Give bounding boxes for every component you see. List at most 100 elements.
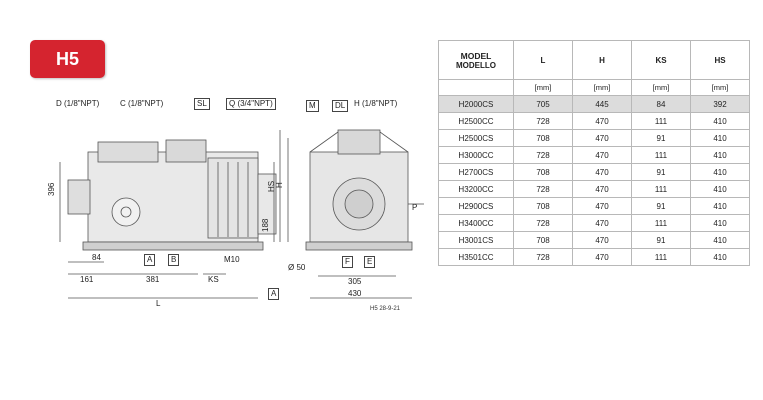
table-row: H2700CS 708 470 91 410: [438, 163, 750, 181]
model-cell: H2000CS: [438, 95, 514, 113]
ks-cell: 91: [631, 163, 691, 181]
table-row: H3400CC 728 470 111 410: [438, 214, 750, 232]
table-row: H3000CC 728 470 111 410: [438, 146, 750, 164]
ks-cell: 111: [631, 146, 691, 164]
spec-table: MODEL MODELLO L H KS HS [mm] [mm] [mm] […: [438, 40, 750, 266]
header-model-label: MODEL: [460, 50, 492, 61]
unit-cell: [mm]: [690, 79, 750, 96]
table-row: H2500CS 708 470 91 410: [438, 129, 750, 147]
hs-cell: 410: [690, 180, 750, 198]
l-cell: 728: [513, 180, 573, 198]
l-cell: 705: [513, 95, 573, 113]
l-cell: 708: [513, 231, 573, 249]
h-cell: 470: [572, 214, 632, 232]
spec-header-model: MODEL MODELLO: [438, 40, 514, 80]
h-cell: 470: [572, 146, 632, 164]
spec-header-l: L: [513, 40, 573, 80]
h-cell: 470: [572, 112, 632, 130]
hs-cell: 410: [690, 129, 750, 147]
ks-cell: 111: [631, 112, 691, 130]
ks-cell: 91: [631, 129, 691, 147]
model-cell: H2500CC: [438, 112, 514, 130]
hs-cell: 410: [690, 163, 750, 181]
drawing-code: H5 28-9-21: [370, 306, 401, 312]
hs-cell: 410: [690, 248, 750, 266]
callout-a: A: [144, 254, 156, 266]
callout-c: C (1/8"NPT): [120, 99, 164, 108]
model-cell: H2500CS: [438, 129, 514, 147]
l-cell: 708: [513, 197, 573, 215]
model-cell: H2700CS: [438, 163, 514, 181]
table-row: H3001CS 708 470 91 410: [438, 231, 750, 249]
callout-m10: M10: [224, 255, 240, 264]
model-cell: H3501CC: [438, 248, 514, 266]
dim-l: L: [156, 299, 161, 308]
table-row: H2500CC 728 470 111 410: [438, 112, 750, 130]
callout-sl: SL: [194, 98, 210, 110]
l-cell: 728: [513, 214, 573, 232]
l-cell: 708: [513, 163, 573, 181]
model-cell: H3001CS: [438, 231, 514, 249]
dim-84: 84: [92, 253, 101, 262]
h-cell: 470: [572, 180, 632, 198]
model-cell: H3000CC: [438, 146, 514, 164]
h-cell: 470: [572, 163, 632, 181]
l-cell: 708: [513, 129, 573, 147]
h-cell: 470: [572, 197, 632, 215]
spec-units-row: [mm] [mm] [mm] [mm]: [438, 79, 750, 96]
l-cell: 728: [513, 248, 573, 266]
section-badge: H5: [30, 40, 105, 78]
dim-381: 381: [146, 275, 160, 284]
callout-q: Q (3/4"NPT): [226, 98, 276, 110]
hs-cell: 410: [690, 197, 750, 215]
l-cell: 728: [513, 112, 573, 130]
h-cell: 470: [572, 248, 632, 266]
h-cell: 445: [572, 95, 632, 113]
dim-188: 188: [261, 218, 270, 232]
ks-cell: 111: [631, 248, 691, 266]
l-cell: 728: [513, 146, 573, 164]
dim-h: H: [275, 182, 284, 188]
callout-h: H (1/8"NPT): [354, 99, 398, 108]
ks-cell: 91: [631, 197, 691, 215]
callout-p: P: [412, 203, 418, 212]
model-cell: H2900CS: [438, 197, 514, 215]
hs-cell: 410: [690, 214, 750, 232]
ks-cell: 91: [631, 231, 691, 249]
ks-cell: 111: [631, 214, 691, 232]
hs-cell: 410: [690, 112, 750, 130]
h-cell: 470: [572, 231, 632, 249]
header-modello-label: MODELLO: [456, 60, 496, 70]
callout-dl: DL: [332, 100, 349, 112]
dim-430: 430: [348, 289, 362, 298]
ks-cell: 111: [631, 180, 691, 198]
h-cell: 470: [572, 129, 632, 147]
callout-d: D (1/8"NPT): [56, 99, 100, 108]
hs-cell: 410: [690, 231, 750, 249]
dim-396: 396: [47, 182, 56, 196]
callout-f: F: [342, 256, 353, 268]
unit-cell: [mm]: [513, 79, 573, 96]
hs-cell: 392: [690, 95, 750, 113]
units-blank: [438, 79, 514, 96]
callout-b: B: [168, 254, 180, 266]
spec-header-hs: HS: [690, 40, 750, 80]
hs-cell: 410: [690, 146, 750, 164]
unit-cell: [mm]: [631, 79, 691, 96]
dim-50: Ø 50: [288, 263, 306, 272]
dim-161: 161: [80, 275, 94, 284]
model-cell: H3200CC: [438, 180, 514, 198]
callout-e: E: [364, 256, 376, 268]
callout-m: M: [306, 100, 319, 112]
dim-305: 305: [348, 277, 362, 286]
callout-a2: A: [268, 288, 280, 300]
spec-header-ks: KS: [631, 40, 691, 80]
ks-cell: 84: [631, 95, 691, 113]
unit-cell: [mm]: [572, 79, 632, 96]
model-cell: H3400CC: [438, 214, 514, 232]
dim-ks: KS: [208, 275, 219, 284]
table-row: H2900CS 708 470 91 410: [438, 197, 750, 215]
table-row: H3501CC 728 470 111 410: [438, 248, 750, 266]
table-row: H3200CC 728 470 111 410: [438, 180, 750, 198]
table-row: H2000CS 705 445 84 392: [438, 95, 750, 113]
